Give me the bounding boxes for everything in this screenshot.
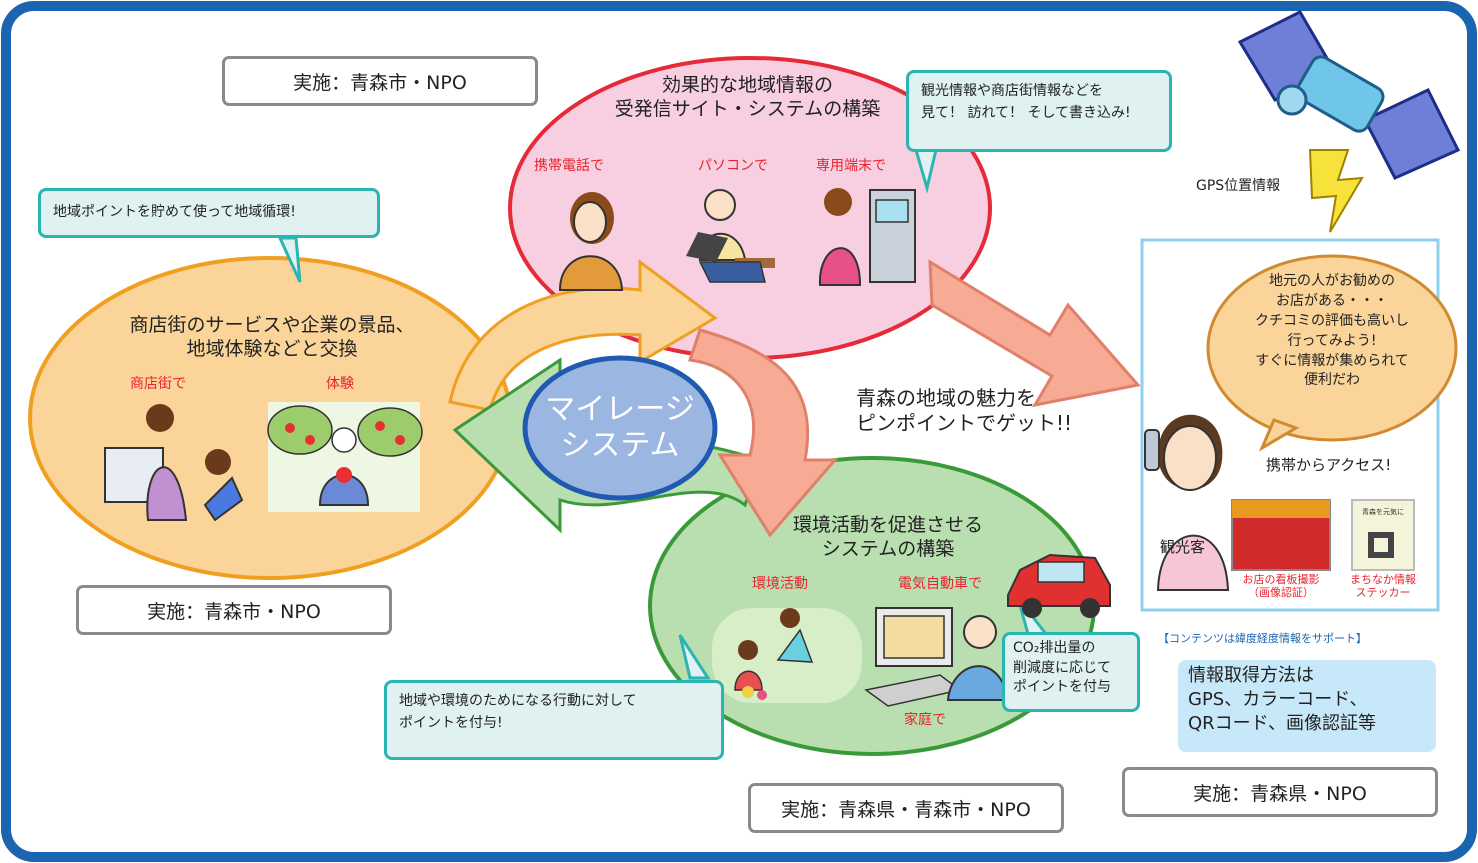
implementer-bottom-left-text: 実施：青森市・NPO — [147, 600, 321, 623]
green-title-line1: 環境活動を促進させる — [792, 514, 983, 536]
tourist-speech-bubble — [1206, 254, 1458, 442]
tourist-speech-line6: 便利だわ — [1304, 372, 1360, 389]
mileage-system-label: マイレージ システム — [528, 392, 712, 464]
co2-line3: ポイントを付与 — [1013, 679, 1111, 696]
pc-user-illustration — [686, 189, 775, 283]
salmon-right-arrow — [928, 259, 1141, 408]
tourism-bubble: 観光情報や商店街情報などを 見て！ 訪れて！ そして書き込み! — [906, 70, 1172, 152]
acquisition-line2: GPS、カラーコード、 — [1188, 688, 1368, 710]
action-bubble: 地域や環境のためになる行動に対して ポイントを付与! — [384, 680, 724, 760]
green-title-line2: システムの構築 — [821, 537, 955, 560]
green-title: 環境活動を促進させる システムの構築 — [770, 514, 1006, 562]
pink-title: 効果的な地域情報の 受発信サイト・システムの構築 — [575, 74, 920, 122]
acquisition-text: 情報取得方法は GPS、カラーコード、 QRコード、画像認証等 — [1188, 664, 1376, 735]
action-line1: 地域や環境のためになる行動に対して — [399, 693, 637, 709]
implementer-bottom-right-text: 実施：青森県・NPO — [1193, 782, 1367, 805]
gps-label: GPS位置情報 — [1196, 178, 1281, 194]
points-bubble: 地域ポイントを貯めて使って地域循環! — [38, 188, 380, 238]
mileage-ellipse — [522, 355, 718, 501]
sticker-text: 青森を元気に — [1362, 508, 1404, 516]
tourist-speech-text: 地元の人がお勧めの お店がある・・・ クチコミの評価も高いし 行ってみよう! す… — [1222, 272, 1442, 391]
acquisition-line1: 情報取得方法は — [1188, 665, 1314, 686]
label-experience: 体験 — [326, 376, 354, 392]
tourist-speech-line4: 行ってみよう! — [1287, 332, 1377, 349]
mileage-line2: システム — [560, 428, 680, 463]
orchard-trees — [267, 405, 423, 506]
tourist-speech-line1: 地元の人がお勧めの — [1269, 273, 1395, 289]
implementer-box-bottom-left: 実施：青森市・NPO — [76, 585, 392, 635]
label-mobile: 携帯電話で — [534, 158, 604, 174]
implementer-top-left-text: 実施：青森市・NPO — [293, 71, 467, 94]
label-pc: パソコンで — [698, 158, 768, 174]
label-home: 家庭で — [904, 712, 946, 728]
label-shopping-street: 商店街で — [130, 376, 186, 392]
phone-user-illustration — [558, 192, 624, 291]
co2-line2: 削減度に応じて — [1013, 659, 1111, 676]
car-icon — [1007, 553, 1111, 618]
orange-title-line2: 地域体験などと交換 — [186, 337, 358, 360]
orange-title: 商店街のサービスや企業の景品、 地域体験などと交換 — [92, 314, 452, 362]
points-bubble-text: 地域ポイントを貯めて使って地域循環! — [53, 204, 296, 221]
orange-title-line1: 商店街のサービスや企業の景品、 — [129, 314, 415, 336]
photo-caption-line2: （画像認証） — [1248, 585, 1314, 599]
tourism-line2: 見て！ 訪れて！ そして書き込み! — [921, 104, 1131, 121]
pink-title-line1: 効果的な地域情報の — [661, 74, 833, 96]
sticker-caption: まちなか情報 ステッカー — [1344, 573, 1422, 599]
mobile-access-label: 携帯からアクセス! — [1266, 456, 1392, 474]
sticker-caption-line1: まちなか情報 — [1350, 573, 1416, 586]
eco-people — [734, 608, 814, 700]
photo-caption-line1: お店の看板撮影 — [1242, 573, 1320, 586]
photo-caption: お店の看板撮影 （画像認証） — [1232, 573, 1330, 599]
sticker-caption-line2: ステッカー — [1355, 585, 1411, 599]
label-eco-activity: 環境活動 — [752, 576, 808, 592]
speech-tail — [1258, 418, 1300, 452]
pink-title-line2: 受発信サイト・システムの構築 — [614, 97, 881, 120]
middle-catchphrase: 青森の地域の魅力を ピンポイントでゲット!! — [856, 386, 1072, 436]
mileage-line1: マイレージ — [545, 392, 695, 427]
co2-bubble: CO₂排出量の 削減度に応じて ポイントを付与 — [1002, 632, 1140, 712]
tourist-illustration — [1144, 414, 1230, 591]
acquisition-box — [1178, 660, 1436, 752]
shopping-illustration — [104, 404, 244, 522]
salmon-down-arrow — [687, 328, 839, 538]
middle-line2: ピンポイントでゲット!! — [856, 411, 1073, 435]
sticker-image — [1351, 499, 1415, 571]
tourism-line1: 観光情報や商店街情報などを — [921, 83, 1103, 99]
kiosk-user-illustration — [818, 188, 916, 286]
label-electric-car: 電気自動車で — [898, 576, 982, 592]
home-pc-illustration — [864, 607, 1010, 707]
implementer-bottom-center-text: 実施：青森県・青森市・NPO — [781, 798, 1031, 821]
tourist-speech-line5: すぐに情報が集められて — [1255, 352, 1409, 369]
tourist-speech-line3: クチコミの評価も高いし — [1255, 312, 1409, 329]
implementer-box-bottom-right: 実施：青森県・NPO — [1122, 767, 1438, 817]
points-bubble-tail — [277, 236, 302, 283]
tourist-label: 観光客 — [1160, 538, 1206, 556]
middle-line1: 青森の地域の魅力を — [856, 386, 1036, 410]
action-bubble-tail — [678, 634, 711, 680]
contents-note: 【コンテンツは緯度経度情報をサポート】 — [1158, 632, 1367, 645]
lightning-icon — [1308, 149, 1364, 233]
action-line2: ポイントを付与! — [399, 714, 503, 731]
co2-line1: CO₂排出量の — [1013, 640, 1096, 656]
orange-cycle-arrow — [448, 259, 718, 412]
implementer-box-top-left: 実施：青森市・NPO — [222, 56, 538, 106]
tourist-speech-line2: お店がある・・・ — [1276, 292, 1388, 309]
satellite-icon — [1237, 10, 1461, 180]
label-kiosk: 専用端末で — [816, 158, 886, 174]
acquisition-line3: QRコード、画像認証等 — [1188, 712, 1376, 734]
implementer-box-bottom-center: 実施：青森県・青森市・NPO — [748, 783, 1064, 833]
